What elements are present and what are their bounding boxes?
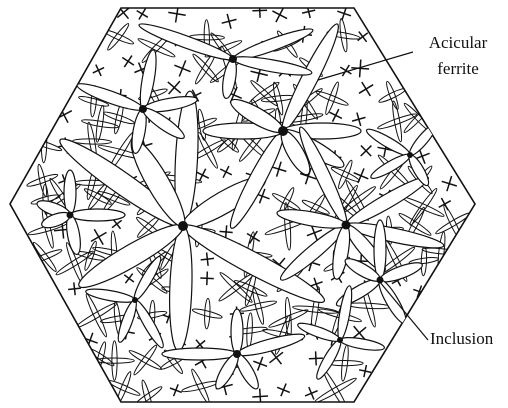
inclusion-label: Inclusion — [430, 329, 494, 348]
inclusion-dot — [407, 152, 413, 158]
small-ferrite-cross — [259, 3, 260, 18]
small-ferrite-cross — [200, 278, 214, 279]
ferrite-needle — [162, 348, 237, 360]
inclusion-dot — [342, 221, 351, 230]
inclusion-dot — [337, 337, 343, 343]
inclusion-dot — [229, 55, 237, 63]
acicular-ferrite-label-line2: ferrite — [437, 59, 479, 78]
inclusion-dot — [278, 126, 288, 136]
inclusion-dot — [178, 221, 188, 231]
acicular-ferrite-label-line1: Acicular — [429, 33, 488, 52]
ferrite-needle — [374, 220, 386, 280]
inclusion-dot — [67, 212, 74, 219]
inclusion-dot — [233, 350, 241, 358]
inclusion-dot — [132, 297, 138, 303]
inclusion-dot — [139, 105, 147, 113]
ferrite-needle — [231, 309, 243, 354]
small-ferrite-cross — [316, 351, 317, 365]
ferrite-needle — [70, 209, 125, 221]
